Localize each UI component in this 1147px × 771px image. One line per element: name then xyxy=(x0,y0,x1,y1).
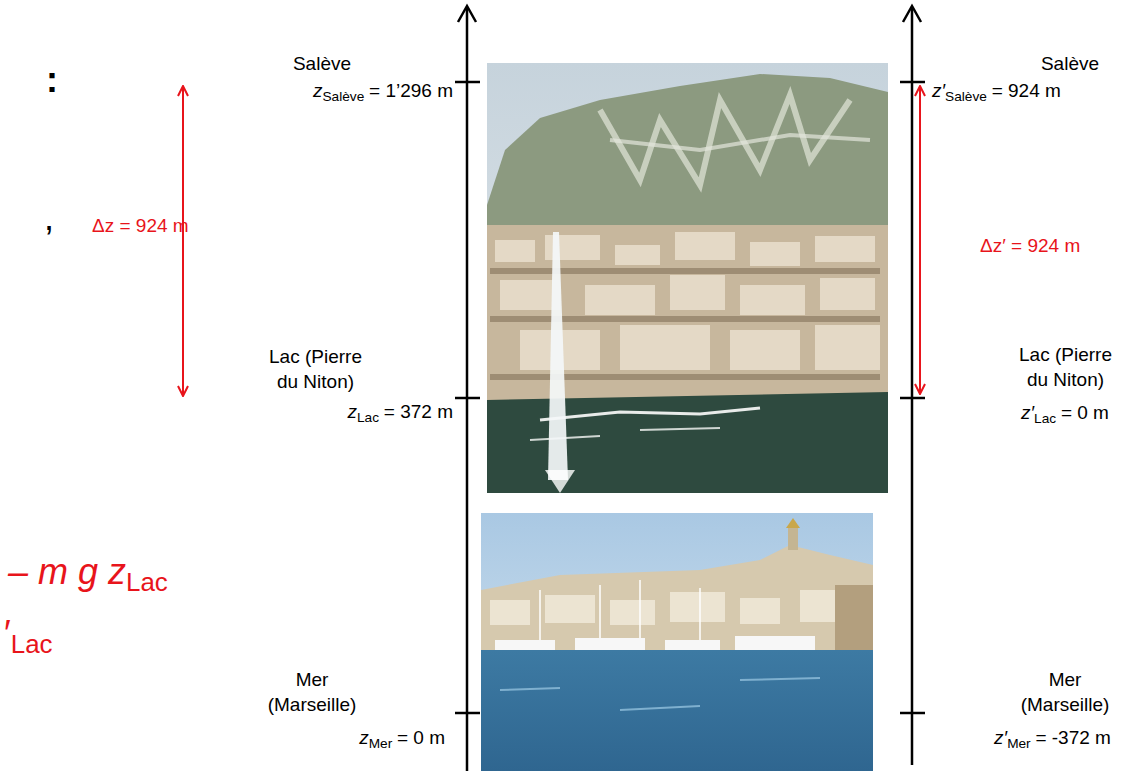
axis-label: Mer (Marseille) xyxy=(1015,668,1115,717)
label-text: z xyxy=(313,80,323,101)
axis-label: Salève xyxy=(262,52,382,77)
label-text: Lac (Pierre du Niton) xyxy=(1019,344,1112,390)
label-text: = 924 m xyxy=(992,80,1061,101)
axis-label: z′Lac = 0 m xyxy=(990,401,1140,428)
axis-label: zSalève = 1’296 m xyxy=(235,79,453,106)
label-text: z′ xyxy=(994,727,1007,748)
label-text: : xyxy=(46,59,58,100)
label-text: Mer (Marseille) xyxy=(1021,669,1110,715)
label-text: = 1’296 m xyxy=(369,80,453,101)
axis-label: Δz = 924 m xyxy=(92,214,262,239)
label-text: = 0 m xyxy=(397,727,445,748)
axis-label: z′Salève = 924 m xyxy=(932,79,1137,106)
axis-label: : xyxy=(46,58,58,101)
label-text: , xyxy=(44,197,54,238)
label-text: = 372 m xyxy=(384,401,453,422)
axis-label: Δz′ = 924 m xyxy=(980,234,1130,259)
label-text: Δz = 924 m xyxy=(92,215,189,236)
subscript: Lac xyxy=(126,568,168,596)
subscript: Salève xyxy=(945,89,987,104)
label-text: = 0 m xyxy=(1061,402,1109,423)
subscript: Salève xyxy=(322,89,364,104)
height-arrow xyxy=(182,86,184,396)
label-text: = -372 m xyxy=(1035,727,1111,748)
label-text: z xyxy=(348,401,358,422)
axis-label: zMer = 0 m xyxy=(225,726,445,753)
height-arrow xyxy=(919,86,921,394)
label-text: z′ xyxy=(932,80,945,101)
marseille-photo xyxy=(481,513,873,771)
axis-label: ′Lac xyxy=(4,612,53,660)
axis-label: , xyxy=(44,196,54,239)
axis-label: Mer (Marseille) xyxy=(262,668,362,717)
geneva-photo xyxy=(487,63,888,493)
subscript: Lac xyxy=(1034,411,1056,426)
axis-label: Lac (Pierre du Niton) xyxy=(1008,343,1123,392)
axis-left xyxy=(455,6,480,771)
subscript: Lac xyxy=(357,410,379,425)
label-text: Lac (Pierre du Niton) xyxy=(269,346,362,392)
label-text: ′ xyxy=(4,613,11,654)
axis-label: Salève xyxy=(1010,52,1130,77)
subscript: Mer xyxy=(369,736,393,751)
label-text: – m g z xyxy=(8,551,126,592)
subscript: Mer xyxy=(1007,736,1031,751)
axis-label: Lac (Pierre du Niton) xyxy=(258,345,373,394)
label-text: z xyxy=(359,727,369,748)
label-text: z′ xyxy=(1021,402,1034,423)
axis-label: – m g zLac xyxy=(8,550,168,598)
label-text: Mer (Marseille) xyxy=(268,669,357,715)
axis-label: z′Mer = -372 m xyxy=(965,726,1140,753)
label-text: Salève xyxy=(293,53,351,74)
axis-right xyxy=(900,6,925,765)
subscript: Lac xyxy=(11,630,53,658)
axis-label: zLac = 372 m xyxy=(235,400,453,427)
label-text: Salève xyxy=(1041,53,1099,74)
label-text: Δz′ = 924 m xyxy=(980,235,1080,256)
